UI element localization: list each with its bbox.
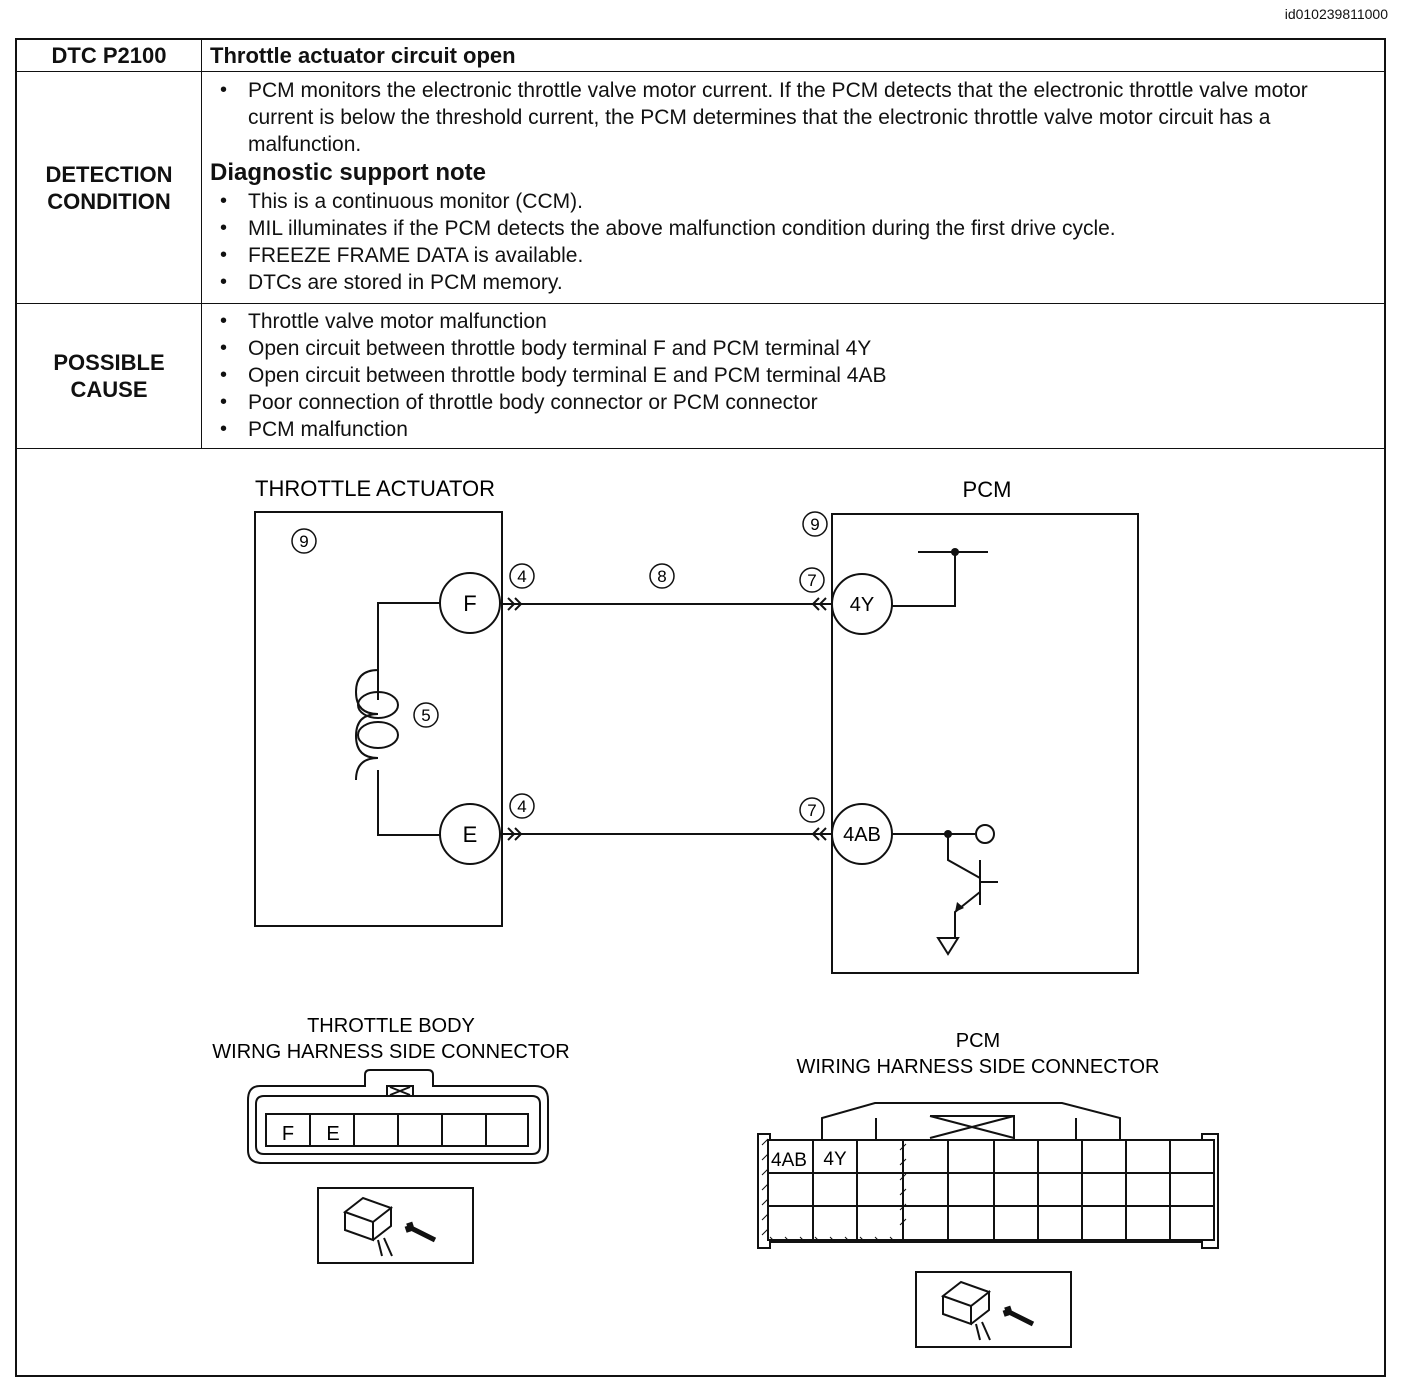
list-item: Open circuit between throttle body termi… <box>210 335 1376 362</box>
callout-9-actuator: 9 <box>299 532 308 551</box>
throttle-pin-f: F <box>282 1123 294 1145</box>
coil-wire <box>354 602 440 836</box>
detection-label-line1: DETECTION <box>45 161 173 187</box>
list-item: DTCs are stored in PCM memory. <box>210 269 1376 296</box>
insert-arrow-icon <box>1002 1305 1035 1327</box>
list-item: PCM malfunction <box>210 416 1376 443</box>
callout-circle <box>802 511 828 537</box>
latch-cross <box>389 1086 411 1096</box>
terminal-f-circle <box>439 572 501 634</box>
throttle-view-icon-frame <box>317 1187 474 1264</box>
diagnostic-note-title: Diagnostic support note <box>210 159 486 186</box>
callout-circle <box>649 563 675 589</box>
detection-condition-body: PCM monitors the electronic throttle val… <box>201 71 1384 304</box>
pcm-pin-grid <box>767 1139 1215 1241</box>
connector-mark-f <box>507 597 523 611</box>
pcm-pin-dividers <box>768 1140 1214 1240</box>
pcm-box <box>831 513 1139 974</box>
terminal-f-label: F <box>463 591 476 616</box>
list-item: Open circuit between throttle body termi… <box>210 362 1376 389</box>
pcm-connector-title-1: PCM <box>956 1030 1000 1052</box>
pcm-hatch <box>761 1138 907 1243</box>
dtc-header-row: DTC P2100 Throttle actuator circuit open <box>17 40 1384 72</box>
throttle-connector-shell <box>247 1069 549 1164</box>
detection-label-line2: CONDITION <box>47 188 171 214</box>
terminal-4y-label: 4Y <box>850 594 874 616</box>
callout-5: 5 <box>421 706 430 725</box>
pcm-title: PCM <box>963 477 1012 502</box>
terminal-4ab-label: 4AB <box>843 824 881 846</box>
connector-mark-e <box>507 827 523 841</box>
terminal-open-circle <box>975 824 995 844</box>
throttle-pin-e: E <box>326 1123 339 1145</box>
throttle-actuator-box <box>254 511 503 927</box>
list-item: Poor connection of throttle body connect… <box>210 389 1376 416</box>
callout-7-4ab: 7 <box>807 801 816 820</box>
pcm-connector-title-2: WIRING HARNESS SIDE CONNECTOR <box>797 1056 1160 1078</box>
callout-circle <box>799 797 825 823</box>
possible-cause-label: POSSIBLE CAUSE <box>17 303 202 449</box>
diagnostic-note-list: This is a continuous monitor (CCM). MIL … <box>210 188 1376 296</box>
transistor-arrow <box>955 902 964 912</box>
callout-4-f: 4 <box>517 567 526 586</box>
document-id: id010239811000 <box>1284 6 1388 22</box>
throttle-actuator-title: THROTTLE ACTUATOR <box>255 476 495 501</box>
possible-cause-row: POSSIBLE CAUSE Throttle valve motor malf… <box>17 303 1384 449</box>
pcm-4ab-circuit <box>892 833 998 938</box>
insert-arrow-icon <box>404 1221 437 1243</box>
connector-view-icon <box>940 1280 992 1341</box>
list-item: This is a continuous monitor (CCM). <box>210 188 1376 215</box>
callout-circle <box>509 563 535 589</box>
pcm-pin-4y: 4Y <box>823 1149 847 1170</box>
cause-label-line2: CAUSE <box>70 377 148 402</box>
throttle-connector-latch <box>386 1085 414 1097</box>
detection-condition-row: DETECTION CONDITION PCM monitors the ele… <box>17 71 1384 304</box>
list-item: FREEZE FRAME DATA is available. <box>210 242 1376 269</box>
pcm-4y-circuit <box>892 551 988 607</box>
list-item: MIL illuminates if the PCM detects the a… <box>210 215 1376 242</box>
pcm-pin-4ab: 4AB <box>771 1150 807 1171</box>
throttle-connector-inner <box>255 1095 541 1155</box>
terminal-e-label: E <box>463 822 478 847</box>
throttle-connector-title-1: THROTTLE BODY <box>307 1015 475 1037</box>
possible-cause-body: Throttle valve motor malfunction Open ci… <box>201 303 1384 449</box>
callout-4-e: 4 <box>517 797 526 816</box>
cause-label-line1: POSSIBLE <box>53 350 165 375</box>
callout-8: 8 <box>657 567 666 586</box>
dtc-code: DTC P2100 <box>17 40 202 72</box>
dtc-title: Throttle actuator circuit open <box>201 40 1384 72</box>
junction-dot <box>951 548 959 556</box>
list-item: PCM monitors the electronic throttle val… <box>210 77 1376 158</box>
callout-9-pcm: 9 <box>810 515 819 534</box>
list-item: Throttle valve motor malfunction <box>210 308 1376 335</box>
cause-list: Throttle valve motor malfunction Open ci… <box>210 308 1376 443</box>
coil-loop <box>357 691 399 719</box>
callout-circle <box>291 528 317 554</box>
connector-view-icon <box>342 1196 394 1257</box>
terminal-e-circle <box>439 803 501 865</box>
callout-7-4y: 7 <box>807 571 816 590</box>
detection-condition-label: DETECTION CONDITION <box>17 71 202 304</box>
throttle-connector-title-2: WIRNG HARNESS SIDE CONNECTOR <box>212 1041 569 1063</box>
dtc-table: DTC P2100 Throttle actuator circuit open… <box>17 40 1384 449</box>
pcm-connector-top <box>821 1102 1121 1140</box>
connector-mark-4y <box>811 597 827 611</box>
callout-circle <box>799 567 825 593</box>
callout-circle <box>509 793 535 819</box>
pcm-view-icon-frame <box>915 1271 1072 1348</box>
connector-mark-4ab <box>811 827 827 841</box>
coil-loop <box>357 721 399 749</box>
junction-dot <box>944 830 952 838</box>
ground-symbol <box>936 937 960 956</box>
detection-list: PCM monitors the electronic throttle val… <box>210 77 1376 158</box>
dtc-sheet: DTC P2100 Throttle actuator circuit open… <box>15 38 1386 1377</box>
callout-circle <box>413 702 439 728</box>
